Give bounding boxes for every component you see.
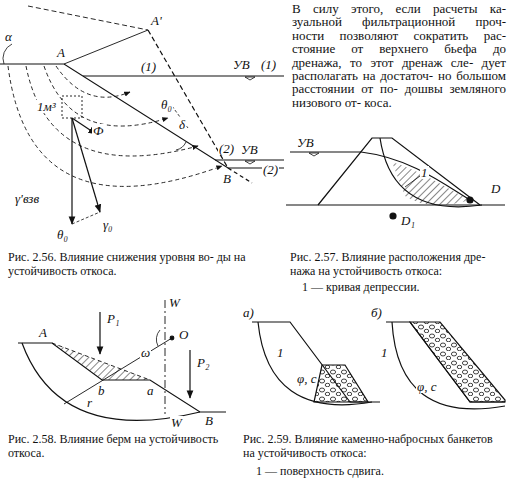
figure-label: (2) — [262, 163, 279, 176]
figure-2-56 — [0, 6, 284, 224]
figure-caption: Рис. 2.59. Влияние каменно-набросных бан… — [243, 432, 505, 460]
figure-label: θ₀ — [56, 228, 69, 241]
figure-label: D₁ — [400, 214, 416, 227]
figure-label: W — [170, 416, 183, 429]
figure-label: A' — [150, 14, 163, 27]
figure-label: O — [178, 328, 189, 341]
figure-caption: Рис. 2.58. Влияние берм на устойчивость … — [8, 432, 228, 460]
figure-label: γ'взв — [14, 192, 40, 205]
figure-2-59 — [252, 322, 505, 409]
figure-label: α — [4, 30, 13, 43]
figure-label: φ, c — [296, 372, 317, 385]
figure-label: W — [168, 296, 181, 309]
figure-caption: 1 — кривая депрессии. — [302, 280, 502, 294]
figure-label: B — [204, 414, 214, 427]
figure-label: D — [490, 182, 501, 195]
figure-label: B — [222, 172, 232, 185]
figure-label: б) — [370, 306, 383, 319]
figure-label: УВ — [240, 143, 259, 156]
figure-label: θ₀ — [160, 98, 173, 111]
figure-label: r — [86, 396, 93, 409]
figure-label: (2) — [218, 142, 235, 155]
figure-label: P₁ — [106, 312, 120, 325]
figure-label: 1м³ — [36, 100, 57, 113]
figure-label: b — [97, 384, 106, 397]
figure-2-57 — [286, 138, 505, 219]
figure-label: 1 — [420, 166, 429, 179]
figure-caption: Рис. 2.56. Влияние снижения уровня во- д… — [8, 250, 283, 278]
figure-label: A — [38, 326, 48, 339]
figure-label: P₂ — [196, 356, 210, 369]
body-text: В силу этого, если расчеты ка- зуальной … — [292, 2, 506, 109]
figure-label: (1) — [140, 60, 157, 73]
figure-label: a — [146, 384, 155, 397]
figure-caption: Рис. 2.57. Влияние расположения дре- наж… — [290, 250, 505, 278]
figure-label: 1 — [380, 346, 389, 359]
figure-2-58 — [18, 300, 226, 420]
figure-label: φ, c — [416, 380, 437, 393]
figure-label: УВ — [296, 136, 315, 149]
figure-label: УВ — [232, 58, 251, 71]
figure-caption: 1 — поверхность сдвига. — [256, 464, 476, 478]
figure-label: а) — [242, 306, 255, 319]
figure-label: γ₀ — [102, 218, 114, 231]
figure-label: ω — [140, 346, 151, 359]
figure-label: 1 — [276, 346, 285, 359]
figure-label: Ф — [92, 124, 104, 137]
figure-label: A — [56, 46, 66, 59]
figure-label: δ — [178, 118, 186, 131]
figure-label: (1) — [260, 58, 277, 71]
